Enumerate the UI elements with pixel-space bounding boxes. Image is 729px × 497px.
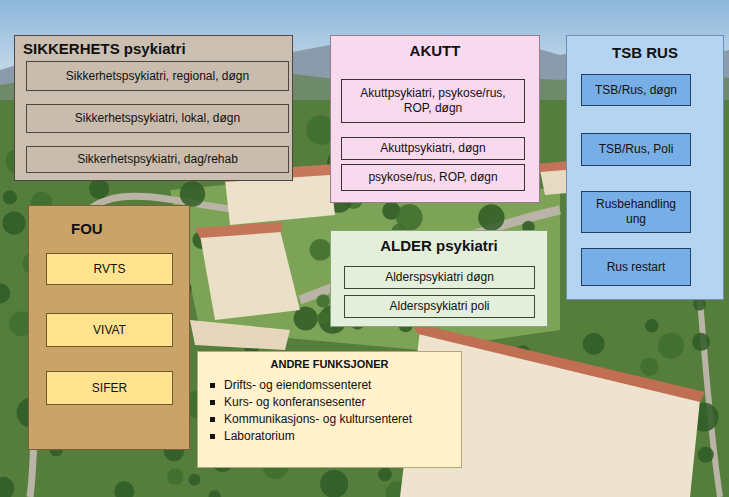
panel-heading: TSB RUS [575,44,715,63]
panel-heading: SIKKERHETS psykiatri [23,40,284,59]
tree [310,239,332,261]
tree [188,474,200,486]
group-panel: ALDER psykiatriAlderspsykiatri døgnAlder… [330,230,548,327]
list-text: Drifts- og eiendomssenteret [224,378,371,393]
tree [698,447,714,463]
box-label: Rusbehandling ung [588,197,684,227]
tree [180,181,205,206]
box-label: SIFER [92,381,127,396]
panel-heading: AKUTT [339,42,531,61]
bullet-marker [210,417,215,422]
bullet-marker [210,400,215,405]
tree [3,190,17,204]
panel-heading: ALDER psykiatri [339,237,539,256]
box-label: VIVAT [93,323,126,338]
panel-heading: ANDRE FUNKSJONER [208,358,451,372]
box-label: Alderspsykiatri poli [389,299,489,314]
box-label: psykose/rus, ROP, døgn [368,170,497,185]
tree [378,468,392,482]
unit-box: Alderspsykiatri døgn [344,266,535,289]
group-panel: SIKKERHETS psykiatriSikkerhetspsykiatri,… [14,35,293,181]
tree [396,204,423,231]
tree [320,470,348,497]
group-panel: ANDRE FUNKSJONER Drifts- og eiendomssente… [197,351,462,468]
box-label: Rus restart [607,260,666,275]
unit-box: Sikkerhetspsykiatri, lokal, døgn [26,104,289,133]
list-item: Kommunikasjons- og kultursenteret [208,412,451,427]
group-panel: AKUTT Akuttpsykiatri, psykose/rus, ROP, d… [330,35,540,203]
list-text: Kurs- og konferansesenter [224,395,365,410]
unit-box: TSB/Rus, døgn [581,74,691,106]
tree [2,211,25,234]
list-text: Kommunikasjons- og kultursenteret [224,412,412,427]
tree [692,333,710,351]
tree [658,333,684,359]
unit-box: TSB/Rus, Poli [581,133,691,166]
unit-box: VIVAT [46,313,173,347]
tree [317,312,329,324]
unit-box: Rus restart [581,248,691,286]
list-text: Laboratorium [224,429,295,444]
unit-box: Rusbehandling ung [581,191,691,233]
unit-box: Akuttpsykiatri, psykose/rus, ROP, døgn [341,79,525,123]
building [190,320,290,350]
tree [583,333,605,355]
box-label: RVTS [94,262,126,277]
group-panel: TSB RUS TSB/Rus, døgnTSB/Rus, PoliRusbeha… [566,35,724,300]
tree [478,204,504,230]
list-item: Laboratorium [208,429,451,444]
list-item: Kurs- og konferansesenter [208,395,451,410]
unit-box: Alderspsykiatri poli [344,295,535,318]
list-item: Drifts- og eiendomssenteret [208,378,451,393]
tree [640,358,658,376]
tree [89,179,109,199]
tree [0,477,14,497]
box-label: Sikkerhetspsykiatri, regional, døgn [66,69,249,84]
unit-box: Sikkerhetspsykiatri, dag/rehab [26,146,289,173]
building [200,230,300,320]
tree [114,481,134,497]
tree [0,283,10,303]
building-roof [195,222,282,238]
box-label: Sikkerhetspsykiatri, dag/rehab [77,152,238,167]
tree [209,490,221,497]
unit-box: RVTS [46,253,173,285]
bullet-marker [210,434,215,439]
unit-box: SIFER [46,371,173,405]
group-panel: FOU RVTS VIVAT SIFER [28,205,190,450]
box-label: TSB/Rus, Poli [599,142,674,157]
box-label: TSB/Rus, døgn [595,83,677,98]
panel-heading: FOU [71,220,181,239]
box-label: Alderspsykiatri døgn [385,270,494,285]
box-label: Akuttpsykiatri, psykose/rus, ROP, døgn [348,86,518,116]
tree [316,294,329,307]
road [700,300,720,497]
unit-box: psykose/rus, ROP, døgn [341,164,525,191]
tree [645,319,659,333]
tree [167,468,183,484]
bullet-marker [210,383,215,388]
unit-box: Akuttpsykiatri, døgn [341,137,525,160]
box-label: Akuttpsykiatri, døgn [380,141,485,156]
box-label: Sikkerhetspsykiatri, lokal, døgn [75,111,240,126]
unit-box: Sikkerhetspsykiatri, regional, døgn [26,61,289,91]
